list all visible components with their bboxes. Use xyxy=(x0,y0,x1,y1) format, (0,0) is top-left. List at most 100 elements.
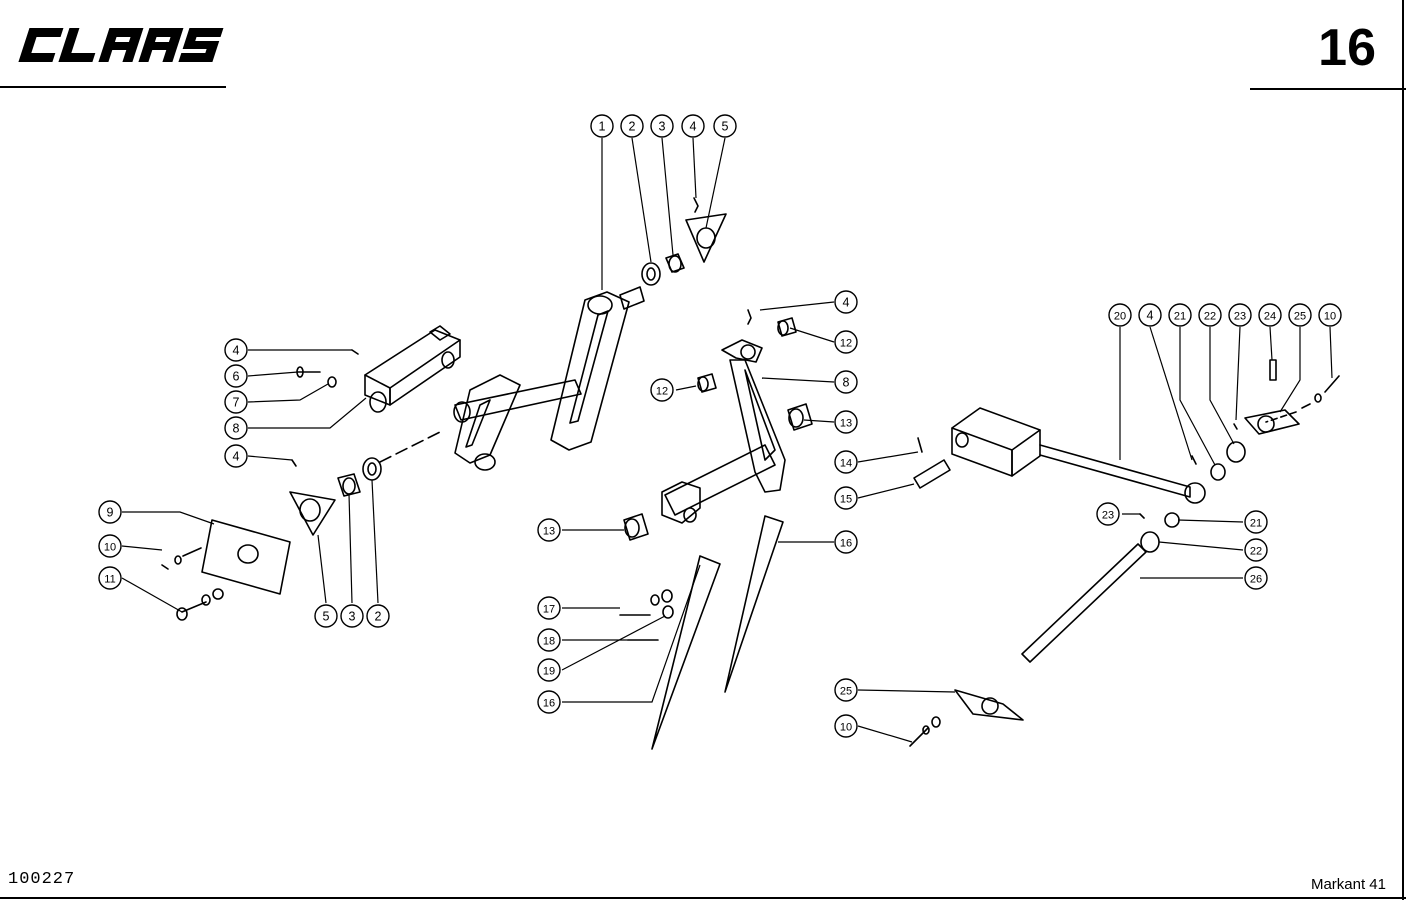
callout-circle xyxy=(340,604,364,628)
callout-2: 2 xyxy=(620,114,644,138)
pin-part xyxy=(917,437,923,453)
callout-label: 22 xyxy=(1250,546,1262,558)
callout-circle xyxy=(98,500,122,524)
bolt-part xyxy=(1324,375,1340,393)
callout-circle xyxy=(224,416,248,440)
model-name: Markant 41 xyxy=(1310,876,1386,893)
callout-circle xyxy=(1244,566,1268,590)
callout-label: 5 xyxy=(323,610,330,624)
callout-circle xyxy=(314,604,338,628)
flange-bearing-part xyxy=(1244,409,1300,435)
callout-circle xyxy=(620,114,644,138)
callout-25: 25 xyxy=(1288,303,1312,327)
callout-4: 4 xyxy=(224,444,248,468)
callout-circle xyxy=(98,566,122,590)
callout-9: 9 xyxy=(98,500,122,524)
callout-4: 4 xyxy=(1138,303,1162,327)
frame-edge-bottom xyxy=(0,897,1406,899)
callout-label: 10 xyxy=(1324,311,1336,323)
callout-circle xyxy=(537,628,561,652)
callout-10: 10 xyxy=(98,534,122,558)
callout-circle xyxy=(537,690,561,714)
callout-label: 2 xyxy=(629,120,636,134)
callout-label: 4 xyxy=(843,296,850,310)
claas-logo xyxy=(10,14,240,74)
callout-circle xyxy=(834,290,858,314)
callout-circle xyxy=(224,390,248,414)
callout-25: 25 xyxy=(834,678,858,702)
callout-label: 25 xyxy=(1294,311,1306,323)
callout-label: 16 xyxy=(840,538,852,550)
callout-label: 17 xyxy=(543,604,555,616)
header-rule-right xyxy=(1250,88,1406,90)
callout-label: 1 xyxy=(599,120,606,134)
callout-label: 24 xyxy=(1264,311,1276,323)
callout-4: 4 xyxy=(681,114,705,138)
callout-label: 23 xyxy=(1234,311,1246,323)
washer-part xyxy=(362,457,382,481)
bushing-part xyxy=(1164,512,1180,528)
shaft-part xyxy=(1021,543,1147,663)
callout-label: 14 xyxy=(840,458,852,470)
callout-11: 11 xyxy=(98,566,122,590)
callout-label: 23 xyxy=(1102,510,1114,522)
callout-circle xyxy=(834,410,858,434)
pin-part xyxy=(913,459,951,489)
callout-label: 3 xyxy=(659,120,666,134)
callout-circle xyxy=(1168,303,1192,327)
callout-21: 21 xyxy=(1244,510,1268,534)
header-rule-left xyxy=(0,86,226,88)
lever-arm-part xyxy=(661,339,786,524)
callout-circle xyxy=(1288,303,1312,327)
callout-circle xyxy=(224,338,248,362)
callout-22: 22 xyxy=(1244,538,1268,562)
flange-bearing-part xyxy=(289,491,336,536)
crank-shaft-part xyxy=(453,286,645,471)
callout-label: 15 xyxy=(840,494,852,506)
callout-circle xyxy=(1244,510,1268,534)
callout-19: 19 xyxy=(537,658,561,682)
callout-label: 13 xyxy=(543,526,555,538)
callout-circle xyxy=(590,114,614,138)
callout-label: 4 xyxy=(233,450,240,464)
callout-circle xyxy=(98,534,122,558)
bolt-part xyxy=(909,727,929,747)
bushing-part xyxy=(697,373,717,393)
callout-label: 10 xyxy=(104,542,116,554)
callout-2: 2 xyxy=(366,604,390,628)
callout-label: 22 xyxy=(1204,311,1216,323)
callout-circle xyxy=(537,596,561,620)
callout-label: 13 xyxy=(840,418,852,430)
page-number: 16 xyxy=(1318,19,1376,77)
callout-label: 6 xyxy=(233,370,240,384)
document-code: 100227 xyxy=(8,870,76,889)
callout-label: 26 xyxy=(1250,574,1262,586)
callout-label: 12 xyxy=(840,338,852,350)
callout-label: 11 xyxy=(104,574,115,586)
bolt-part xyxy=(182,547,202,557)
frame-tube-part xyxy=(951,407,1191,498)
callout-15: 15 xyxy=(834,486,858,510)
bushing-part xyxy=(1210,463,1226,481)
callout-circle xyxy=(1138,303,1162,327)
washer-part xyxy=(641,262,661,286)
callout-7: 7 xyxy=(224,390,248,414)
callout-3: 3 xyxy=(650,114,674,138)
callout-circle xyxy=(1096,502,1120,526)
callout-label: 8 xyxy=(843,376,850,390)
callout-circle xyxy=(537,658,561,682)
tine-part xyxy=(724,515,784,693)
callout-label: 7 xyxy=(233,396,240,410)
callout-label: 19 xyxy=(543,666,555,678)
callout-5: 5 xyxy=(314,604,338,628)
callout-20: 20 xyxy=(1108,303,1132,327)
tine-part xyxy=(651,555,721,750)
callout-label: 4 xyxy=(1147,309,1154,323)
callout-circle xyxy=(834,530,858,554)
callout-1: 1 xyxy=(590,114,614,138)
callout-circle xyxy=(1258,303,1282,327)
callout-circle xyxy=(224,364,248,388)
callout-12: 12 xyxy=(650,378,674,402)
callout-label: 8 xyxy=(233,422,240,436)
